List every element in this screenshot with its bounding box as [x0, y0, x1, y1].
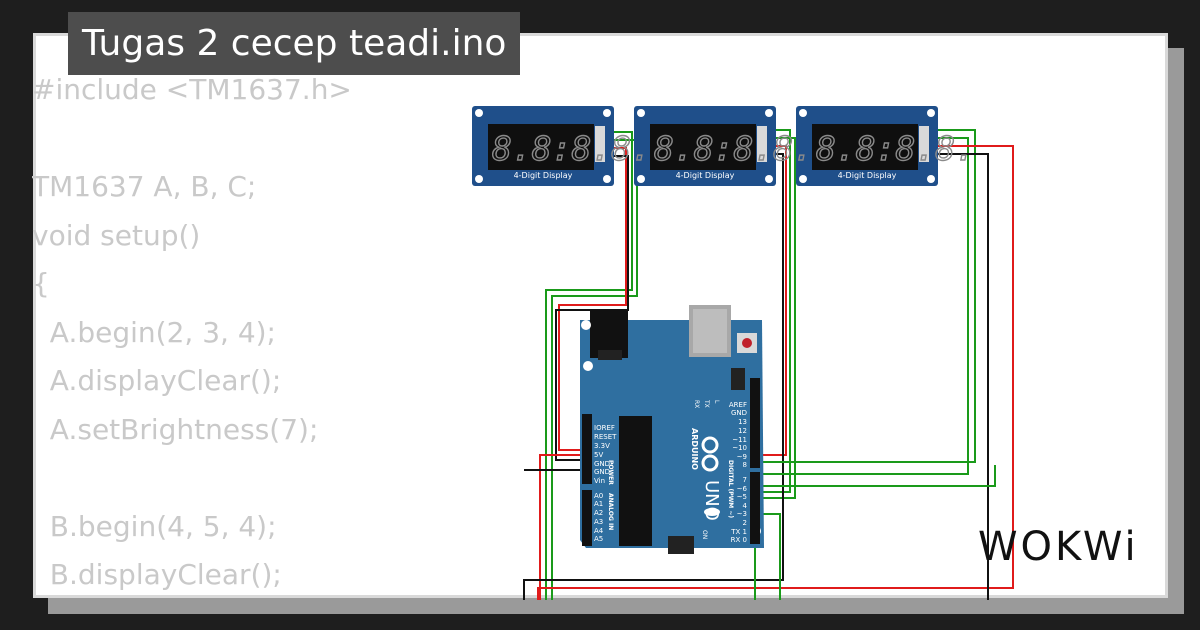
- arduino-pin-12: 12: [738, 427, 747, 435]
- wire-extra-green: [760, 465, 996, 487]
- arduino-l-label: L: [713, 400, 720, 404]
- arduino-pin-5: ~5: [737, 493, 747, 501]
- arduino-model: UNO: [701, 480, 722, 521]
- arduino-pin-aref: AREF: [729, 401, 747, 409]
- code-line-6: A.begin(2, 3, 4);: [32, 315, 276, 349]
- code-line-7: A.displayClear();: [32, 364, 282, 397]
- display-1-label: 4-Digit Display: [514, 171, 573, 180]
- display-3-digits: 8.8:8.8.: [816, 129, 975, 168]
- project-title: Tugas 2 cecep teadi.ino: [68, 12, 521, 75]
- display-2-digits: 8.8:8.8.: [654, 129, 813, 168]
- arduino-tx-label: TX: [703, 399, 710, 408]
- arduino-pin-9: ~9: [737, 453, 747, 461]
- display-module-2[interactable]: [634, 106, 776, 186]
- arduino-pin-vin: Vin: [594, 477, 605, 485]
- arduino-pin-10: ~10: [732, 444, 747, 452]
- arduino-pin-gnd3: GND: [731, 409, 747, 417]
- arduino-pin-3v3: 3.3V: [594, 442, 610, 450]
- code-line-10: B.begin(4, 5, 4);: [32, 509, 277, 543]
- arduino-pin-3: ~3: [737, 510, 747, 518]
- code-line-9: [32, 454, 352, 503]
- arduino-pin-reset: RESET: [594, 433, 617, 441]
- wire-d1-vcc: [558, 147, 627, 451]
- arduino-pin-4: 4: [743, 502, 748, 510]
- code-line-5: {: [32, 267, 50, 300]
- arduino-pin-a2: A2: [594, 509, 603, 517]
- arduino-pin-13: 13: [738, 418, 747, 426]
- display-2-label: 4-Digit Display: [676, 171, 735, 180]
- wire-d2-vcc: [539, 145, 787, 600]
- arduino-pin-ioref: IOREF: [594, 424, 615, 432]
- arduino-pin-gnd1: GND: [594, 460, 610, 468]
- arduino-pin-tx: TX 1: [730, 528, 747, 536]
- arduino-pin-2: 2: [743, 519, 747, 527]
- code-line-11: B.displayClear();: [32, 558, 282, 591]
- code-line-2: [32, 115, 352, 164]
- wire-d3-clk: [760, 129, 976, 463]
- arduino-on-label: ON: [701, 530, 708, 539]
- display-module-3[interactable]: [796, 106, 938, 186]
- code-line-3: TM1637 A, B, C;: [32, 170, 257, 203]
- wire-d1-dio: [551, 139, 638, 600]
- arduino-pin-11: ~11: [732, 436, 747, 444]
- wire-d1-clk: [545, 131, 633, 600]
- code-preview: #include <TM1637.h> TM1637 A, B, C; void s…: [32, 66, 352, 596]
- wire-d3-gnd: [926, 153, 989, 600]
- code-line-1: #include <TM1637.h>: [32, 73, 352, 106]
- arduino-pin-rx: RX 0: [731, 536, 747, 544]
- code-line-4: void setup(): [32, 218, 201, 252]
- arduino-pin-8: 8: [743, 461, 747, 469]
- wire-d2-dio: [760, 137, 796, 499]
- arduino-uno-board[interactable]: [580, 305, 764, 554]
- wokwi-logo: WOKWi: [978, 524, 1139, 570]
- arduino-pin-a4: A4: [594, 527, 604, 535]
- wire-d3-dio: [760, 137, 969, 475]
- arduino-pin-gnd2: GND: [594, 468, 610, 476]
- wire-d3-vcc: [537, 145, 1014, 600]
- display-module-1[interactable]: [472, 106, 614, 186]
- arduino-power-label: POWER: [607, 460, 614, 485]
- arduino-pin-7: 7: [743, 476, 747, 484]
- arduino-analog-label: ANALOG IN: [607, 493, 614, 530]
- arduino-pin-a0: A0: [594, 492, 603, 500]
- arduino-pin-a1: A1: [594, 500, 603, 508]
- arduino-pin-5v: 5V: [594, 451, 603, 459]
- arduino-pin-a3: A3: [594, 518, 603, 526]
- arduino-pin-a5: A5: [594, 535, 603, 543]
- arduino-brand: ARDUINO: [690, 428, 699, 470]
- code-line-8: A.setBrightness(7);: [32, 412, 319, 446]
- arduino-rx-label: RX: [693, 400, 700, 408]
- arduino-pin-6: ~6: [737, 485, 748, 493]
- display-3-label: 4-Digit Display: [838, 171, 897, 180]
- display-1-digits: 8.8:8.8.: [492, 129, 651, 168]
- arduino-digital-label: DIGITAL (PWM ~): [727, 460, 734, 518]
